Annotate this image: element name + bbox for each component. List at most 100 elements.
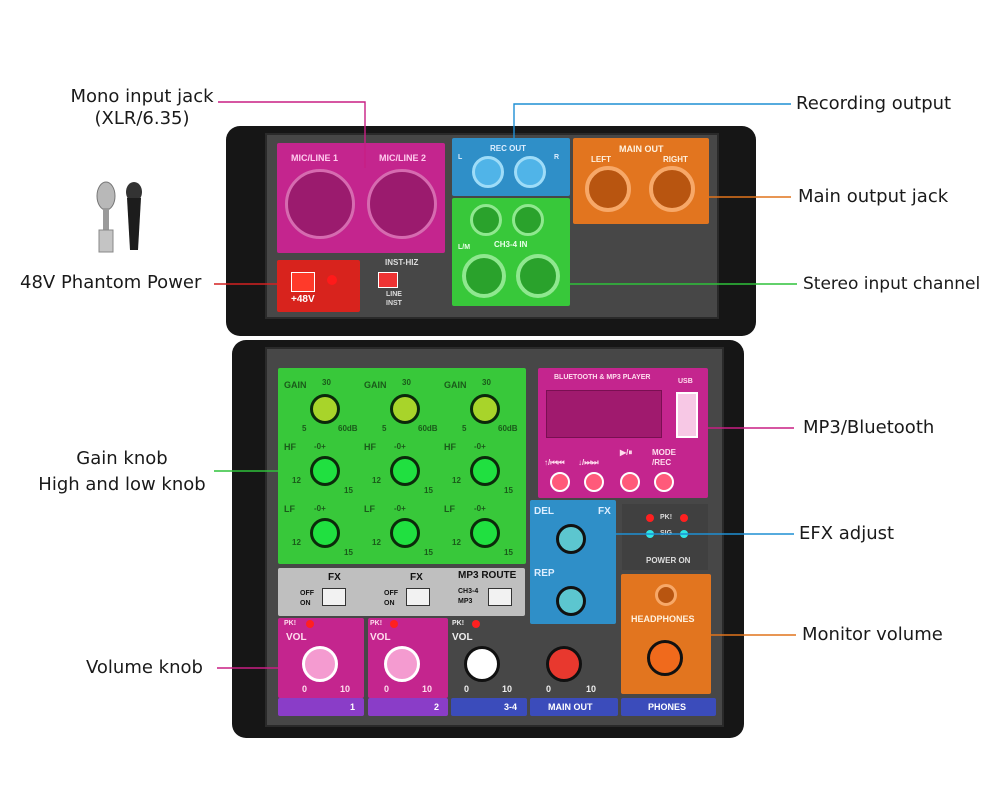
repeat-knob[interactable] xyxy=(556,586,586,616)
hf-label-ch2: HF xyxy=(364,442,376,452)
vol-10-2: 10 xyxy=(422,684,433,694)
fx-switch-panel xyxy=(278,568,525,616)
headphones-jack[interactable] xyxy=(655,584,677,606)
stereo-input-zone: CH3-4 IN L/M xyxy=(452,198,570,306)
phantom-zone: +48V xyxy=(277,260,360,312)
line-label: LINE xyxy=(386,291,402,298)
gain-knob-ch1[interactable] xyxy=(310,394,340,424)
inst-hiz-label: INST-HIZ xyxy=(385,258,419,267)
line-inst-switch[interactable] xyxy=(378,272,398,288)
annotation-mono-input: Mono input jack (XLR/6.35) xyxy=(70,86,214,129)
player-play-button[interactable] xyxy=(620,472,640,492)
strip-phones-label: PHONES xyxy=(648,702,687,712)
fx-switch-1[interactable] xyxy=(322,588,346,606)
strip-ch34 xyxy=(451,698,527,716)
delay-knob[interactable] xyxy=(556,524,586,554)
pk-label-3: PK! xyxy=(452,620,465,627)
off-label-1: OFF xyxy=(300,590,314,597)
xlr-combo-jack-1[interactable] xyxy=(285,169,355,239)
gain-60db-ch2: 60dB xyxy=(418,424,438,433)
main-left-label: LEFT xyxy=(591,155,611,164)
vol-0-1: 0 xyxy=(302,684,308,694)
lf-knob-ch1[interactable] xyxy=(310,518,340,548)
gain-label-ch3: GAIN xyxy=(444,380,467,390)
phantom-label: +48V xyxy=(291,294,315,305)
strip-main-label: MAIN OUT xyxy=(548,702,593,712)
annotation-monitor: Monitor volume xyxy=(802,624,943,645)
strip-phones xyxy=(621,698,716,716)
gain-label-ch1: GAIN xyxy=(284,380,307,390)
xlr-combo-jack-2[interactable] xyxy=(367,169,437,239)
hf-15-ch1: 15 xyxy=(344,486,353,495)
phantom-led xyxy=(327,275,337,285)
rec-out-label: REC OUT xyxy=(490,144,526,153)
main-out-right-jack[interactable] xyxy=(649,166,695,212)
strip-ch1-label: 1 xyxy=(350,702,356,712)
hf-center-ch2: -0+ xyxy=(394,442,406,451)
inst-label: INST xyxy=(386,300,402,307)
del-label: DEL xyxy=(534,506,554,517)
player-rec-label: /REC xyxy=(652,458,672,467)
hf-label-ch1: HF xyxy=(284,442,296,452)
lf-15-ch3: 15 xyxy=(504,548,513,557)
led-panel xyxy=(622,504,708,570)
mp3-route-label: MP3 ROUTE xyxy=(458,570,517,581)
gain-min-ch2: 5 xyxy=(382,424,387,433)
fx-label: FX xyxy=(598,506,611,517)
main-out-left-jack[interactable] xyxy=(585,166,631,212)
lf-12-ch1: 12 xyxy=(292,538,301,547)
vol-0-2: 0 xyxy=(384,684,390,694)
gain-max-ch1: 30 xyxy=(322,378,331,387)
hf-knob-ch3[interactable] xyxy=(470,456,500,486)
vol-label-3: VOL xyxy=(452,632,473,643)
gain-max-ch3: 30 xyxy=(482,378,491,387)
headphones-knob[interactable] xyxy=(647,640,683,676)
gain-knob-ch2[interactable] xyxy=(390,394,420,424)
rec-out-left-rca[interactable] xyxy=(472,156,504,188)
player-prev-button[interactable] xyxy=(550,472,570,492)
usb-port[interactable] xyxy=(676,392,698,438)
gain-knob-ch3[interactable] xyxy=(470,394,500,424)
volume-knob-ch1[interactable] xyxy=(302,646,338,682)
lf-label-ch2: LF xyxy=(364,504,375,514)
on-label-2: ON xyxy=(384,600,395,607)
main-right-label: RIGHT xyxy=(663,155,688,164)
hf-12-ch3: 12 xyxy=(452,476,461,485)
mp3-route-mp3: MP3 xyxy=(458,598,473,605)
vol-label-2: VOL xyxy=(370,632,391,643)
condenser-mic-icon xyxy=(96,181,116,253)
hf-center-ch1: -0+ xyxy=(314,442,326,451)
annotation-efx: EFX adjust xyxy=(799,523,895,544)
main-out-knob[interactable] xyxy=(546,646,582,682)
lf-knob-ch2[interactable] xyxy=(390,518,420,548)
player-mode-button[interactable] xyxy=(654,472,674,492)
hf-knob-ch1[interactable] xyxy=(310,456,340,486)
ch34-right-jack[interactable] xyxy=(516,254,560,298)
rec-out-right-rca[interactable] xyxy=(514,156,546,188)
player-next-label: ↓/⏭⏭ xyxy=(578,458,599,467)
player-mode-label: MODE xyxy=(652,448,676,457)
headphones-zone: HEADPHONES xyxy=(621,574,711,694)
lf-center-ch3: -0+ xyxy=(474,504,486,513)
on-label-1: ON xyxy=(300,600,311,607)
volume-knob-ch2[interactable] xyxy=(384,646,420,682)
fx-switch-2[interactable] xyxy=(406,588,430,606)
lf-knob-ch3[interactable] xyxy=(470,518,500,548)
player-next-button[interactable] xyxy=(584,472,604,492)
ch34-left-rca[interactable] xyxy=(470,204,502,236)
pk-led-1 xyxy=(306,620,314,628)
phantom-switch[interactable] xyxy=(291,272,315,292)
volume-knob-ch34[interactable] xyxy=(464,646,500,682)
ch34-route-label: CH3-4 xyxy=(458,588,479,595)
ch34-right-rca[interactable] xyxy=(512,204,544,236)
hf-knob-ch2[interactable] xyxy=(390,456,420,486)
leader-recording xyxy=(513,103,791,138)
mp3-route-switch[interactable] xyxy=(488,588,512,606)
ch34-left-jack[interactable] xyxy=(462,254,506,298)
annotation-stereo: Stereo input channel xyxy=(803,274,981,294)
